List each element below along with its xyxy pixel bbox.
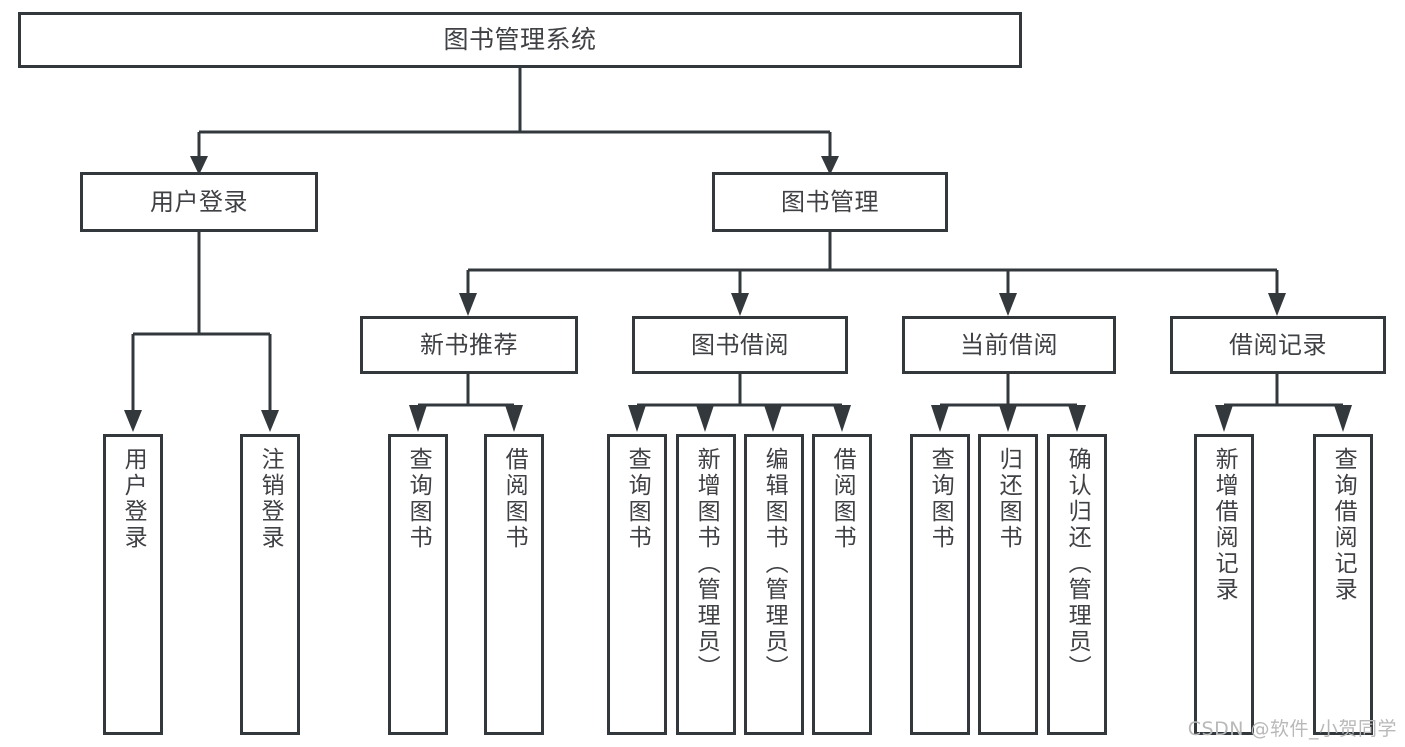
arrow-borrow-leaf-1 bbox=[628, 405, 646, 432]
node-label: 图书管理 bbox=[781, 187, 879, 216]
node-label: 图书管理系统 bbox=[443, 25, 597, 55]
arrow-userlogin-child-1 bbox=[124, 410, 142, 432]
arrow-bookmanage-child-3 bbox=[999, 293, 1017, 316]
node-label: 归还图书 bbox=[995, 447, 1022, 551]
node-label: 查询图书 bbox=[405, 447, 432, 551]
arrow-borrow-leaf-4 bbox=[833, 405, 851, 432]
arrow-current-leaf-1 bbox=[931, 405, 949, 432]
leaf-current-return-book[interactable]: 归还图书 bbox=[978, 434, 1038, 735]
node-user-login[interactable]: 用户登录 bbox=[80, 172, 318, 232]
leaf-current-query-book[interactable]: 查询图书 bbox=[910, 434, 970, 735]
leaf-record-query-borrow-record[interactable]: 查询借阅记录 bbox=[1313, 434, 1373, 735]
node-label: 图书借阅 bbox=[691, 330, 789, 359]
arrow-record-leaf-2 bbox=[1334, 405, 1352, 432]
leaf-new-book-borrow-book[interactable]: 借阅图书 bbox=[484, 434, 544, 735]
leaf-current-confirm-return-admin[interactable]: 确认归还（管理员） bbox=[1047, 434, 1107, 735]
node-label: 用户登录 bbox=[150, 187, 248, 216]
node-new-book-recommend[interactable]: 新书推荐 bbox=[360, 316, 578, 374]
node-label: 借阅图书 bbox=[829, 447, 856, 551]
node-label: 注销登录 bbox=[257, 447, 284, 551]
node-label: 新书推荐 bbox=[420, 330, 518, 359]
node-label: 新增借阅记录 bbox=[1211, 447, 1238, 603]
arrow-borrow-leaf-2 bbox=[696, 405, 714, 432]
node-label: 当前借阅 bbox=[960, 330, 1058, 359]
leaf-borrow-borrow-book[interactable]: 借阅图书 bbox=[812, 434, 872, 735]
arrow-root-to-book-manage bbox=[821, 156, 839, 175]
arrow-bookmanage-child-1 bbox=[459, 293, 477, 316]
node-current-borrow[interactable]: 当前借阅 bbox=[902, 316, 1116, 374]
node-label: 查询图书 bbox=[624, 447, 651, 551]
node-book-borrow[interactable]: 图书借阅 bbox=[632, 316, 848, 374]
leaf-borrow-add-book-admin[interactable]: 新增图书（管理员） bbox=[676, 434, 736, 735]
arrow-current-leaf-2 bbox=[999, 405, 1017, 432]
node-label: 确认归还（管理员） bbox=[1064, 447, 1091, 681]
arrow-newbook-leaf-1 bbox=[409, 405, 427, 432]
node-label: 借阅图书 bbox=[501, 447, 528, 551]
arrow-current-leaf-3 bbox=[1068, 405, 1086, 432]
node-label: 编辑图书（管理员） bbox=[761, 447, 788, 681]
arrow-bookmanage-child-2 bbox=[731, 293, 749, 316]
node-borrow-record[interactable]: 借阅记录 bbox=[1170, 316, 1386, 374]
arrow-borrow-leaf-3 bbox=[764, 405, 782, 432]
arrow-userlogin-child-2 bbox=[261, 410, 279, 432]
leaf-user-login-sign-in[interactable]: 用户登录 bbox=[103, 434, 163, 735]
node-label: 查询图书 bbox=[927, 447, 954, 551]
leaf-borrow-edit-book-admin[interactable]: 编辑图书（管理员） bbox=[744, 434, 804, 735]
node-label: 用户登录 bbox=[120, 447, 147, 551]
node-book-management[interactable]: 图书管理 bbox=[712, 172, 948, 232]
leaf-new-book-query-book[interactable]: 查询图书 bbox=[388, 434, 448, 735]
leaf-record-add-borrow-record[interactable]: 新增借阅记录 bbox=[1194, 434, 1254, 735]
node-label: 查询借阅记录 bbox=[1330, 447, 1357, 603]
arrow-root-to-user-login bbox=[190, 156, 208, 175]
leaf-borrow-query-book[interactable]: 查询图书 bbox=[607, 434, 667, 735]
node-label: 新增图书（管理员） bbox=[693, 447, 720, 681]
node-root-book-management-system[interactable]: 图书管理系统 bbox=[18, 12, 1022, 68]
leaf-user-login-sign-out[interactable]: 注销登录 bbox=[240, 434, 300, 735]
arrow-record-leaf-1 bbox=[1215, 405, 1233, 432]
arrow-newbook-leaf-2 bbox=[505, 405, 523, 432]
arrow-bookmanage-child-4 bbox=[1268, 293, 1286, 316]
node-label: 借阅记录 bbox=[1229, 330, 1327, 359]
